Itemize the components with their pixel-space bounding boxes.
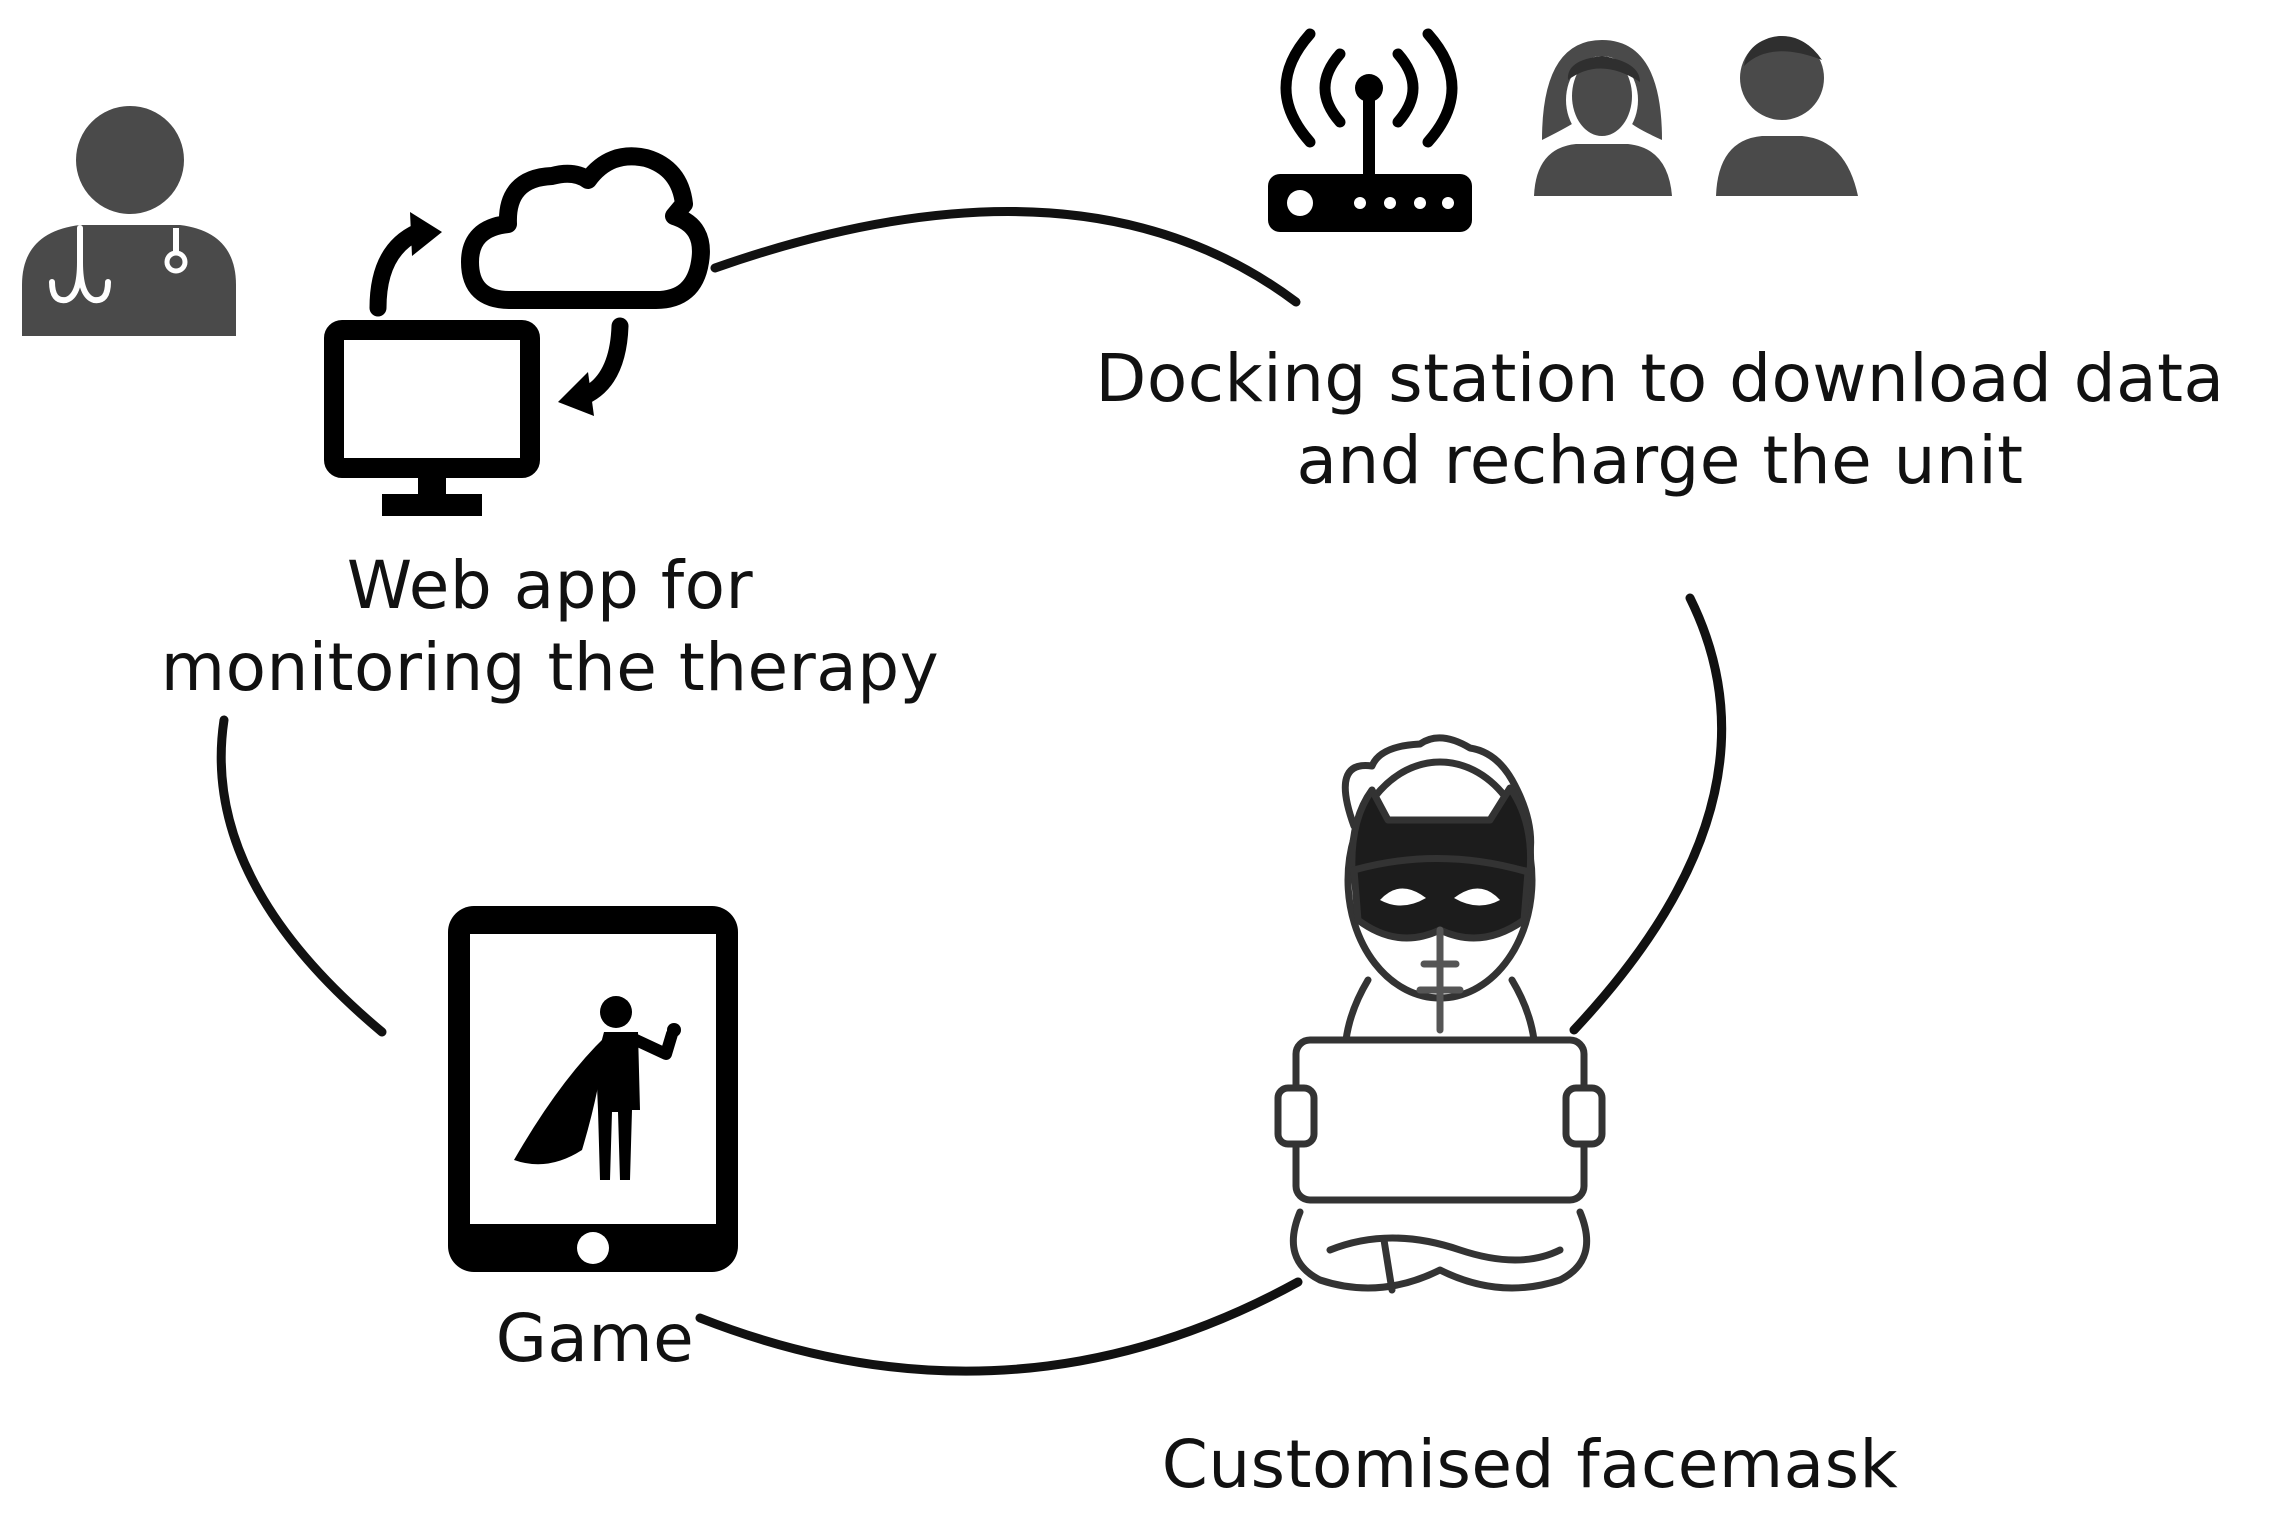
cycle-connectors	[216, 207, 1727, 1376]
web-app-label: Web app for monitoring the therapy	[130, 545, 970, 709]
router-icon	[1268, 28, 1472, 232]
woman-user-icon	[1534, 40, 1672, 196]
web-app-label-line-2: monitoring the therapy	[160, 629, 940, 706]
game-label: Game	[430, 1298, 760, 1380]
facemask-label: Customised facemask	[1080, 1424, 1980, 1506]
sync-arrows-icon	[369, 212, 629, 416]
docking-station-label: Docking station to download data and rec…	[1060, 338, 2260, 502]
docking-station-label-line-2: and recharge the unit	[1296, 422, 2024, 499]
game-label-line-1: Game	[495, 1300, 695, 1377]
superhero-icon	[514, 996, 681, 1180]
connector-facemask-to-game	[695, 1277, 1303, 1376]
cloud-icon	[461, 147, 710, 309]
connector-game-to-webapp	[216, 715, 387, 1037]
doctor-icon	[22, 106, 236, 336]
facemask-label-line-1: Customised facemask	[1161, 1426, 1899, 1503]
monitor-icon	[324, 320, 540, 516]
man-user-icon	[1716, 36, 1858, 196]
connector-docking-to-facemask	[1569, 593, 1727, 1035]
connector-webapp-to-docking	[710, 207, 1301, 307]
child-with-mask-icon	[1274, 734, 1606, 1294]
web-app-label-line-1: Web app for	[346, 547, 754, 624]
docking-station-label-line-1: Docking station to download data	[1095, 340, 2225, 417]
